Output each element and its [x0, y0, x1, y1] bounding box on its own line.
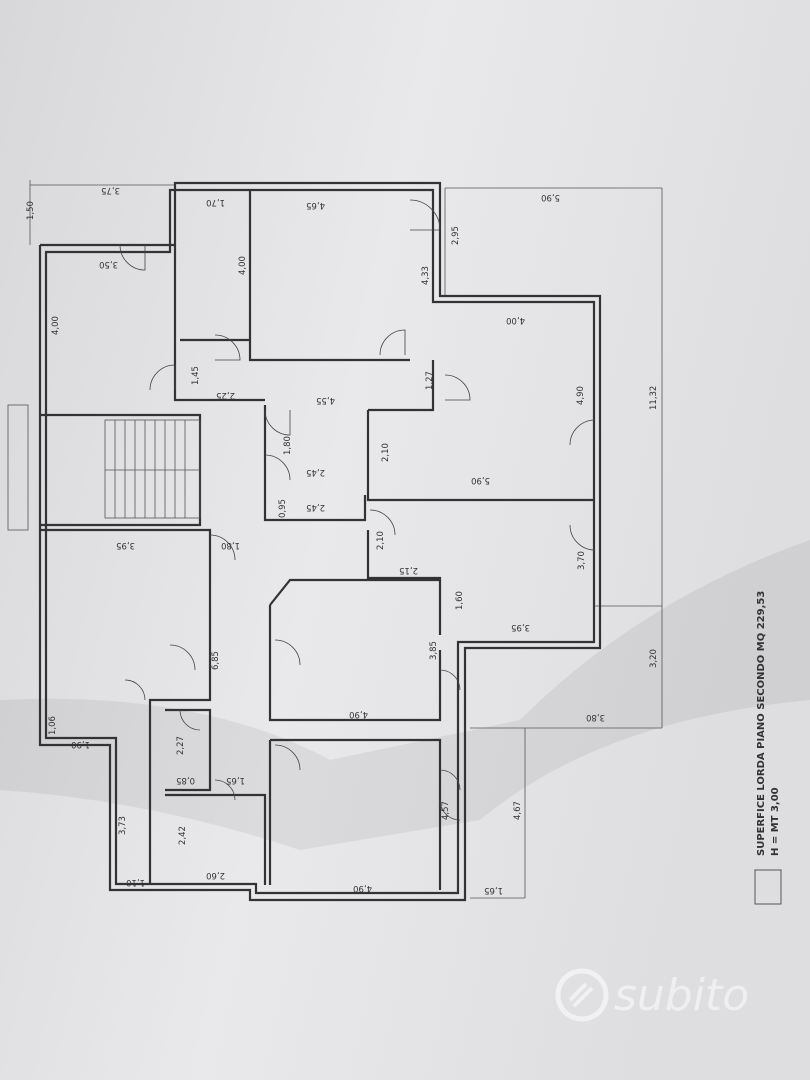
- dim-2-25: 2,25: [216, 390, 235, 400]
- dim-2-45-b: 2,45: [306, 502, 325, 512]
- dim-4-90-right: 4,90: [576, 386, 586, 405]
- dim-4-67: 4,67: [513, 801, 523, 820]
- dim-4-00-a: 4,00: [51, 316, 61, 335]
- dim-5-90-top: 5,90: [541, 192, 560, 202]
- staircase: [104, 419, 201, 519]
- dim-2-10-b: 2,10: [376, 531, 386, 550]
- dim-6-85: 6,85: [211, 651, 221, 670]
- dim-2-15: 2,15: [399, 565, 418, 575]
- dim-4-90-mid: 4,90: [349, 709, 368, 719]
- dim-1-90: 1,90: [71, 739, 90, 749]
- dim-0-85: 0,85: [176, 775, 195, 785]
- dim-1-50: 1,50: [26, 201, 36, 220]
- balcony-left: [7, 404, 29, 531]
- dim-0-95: 0,95: [278, 499, 288, 518]
- dim-4-57: 4,57: [441, 801, 451, 820]
- dim-1-80-a: 1,80: [283, 436, 293, 455]
- dim-1-80-b: 1,80: [221, 540, 240, 550]
- shadow-area: [0, 540, 810, 850]
- dim-1-45: 1,45: [191, 366, 201, 385]
- dim-4-00-c: 4,00: [506, 315, 525, 325]
- dim-4-00-b: 4,00: [238, 256, 248, 275]
- title-box: [754, 869, 782, 905]
- outer-walls: [38, 181, 602, 902]
- dim-2-42: 2,42: [178, 826, 188, 845]
- caption-height: H = MT 3,00: [770, 787, 781, 856]
- dim-1-06: 1,06: [48, 716, 58, 735]
- interior-walls: [40, 190, 594, 890]
- dim-3-73: 3,73: [118, 816, 128, 835]
- dim-2-60: 2,60: [206, 870, 225, 880]
- dim-4-55: 4,55: [316, 395, 335, 405]
- dim-3-50: 3,50: [99, 259, 118, 269]
- dim-3-70: 3,70: [577, 551, 587, 570]
- subito-watermark: subito: [555, 968, 749, 1022]
- dimension-labels: 3,75 1,50 1,70 4,65 5,90 3,50 4,00 4,00 …: [26, 185, 659, 895]
- watermark-brand: subito: [614, 970, 749, 1021]
- dimension-lines: [29, 180, 663, 899]
- subito-logo-icon: [555, 968, 609, 1022]
- dim-1-10: 1,10: [126, 877, 145, 887]
- dim-1-65-b: 1,65: [484, 885, 503, 895]
- dim-2-45-a: 2,45: [306, 467, 325, 477]
- dim-3-85: 3,85: [429, 641, 439, 660]
- dim-1-65-a: 1,65: [226, 775, 245, 785]
- dim-3-95-b: 3,95: [511, 622, 530, 632]
- dim-2-27: 2,27: [176, 736, 186, 755]
- dim-11-32: 11,32: [649, 386, 659, 410]
- dim-4-90-bottom: 4,90: [353, 883, 372, 893]
- dim-1-60: 1,60: [455, 591, 465, 610]
- dim-3-95-a: 3,95: [116, 540, 135, 550]
- dim-2-10-a: 2,10: [381, 443, 391, 462]
- dim-1-70: 1,70: [206, 197, 225, 207]
- dim-1-27: 1,27: [425, 371, 435, 390]
- dim-2-95: 2,95: [451, 226, 461, 245]
- dim-4-65: 4,65: [306, 200, 325, 210]
- dim-3-20: 3,20: [649, 649, 659, 668]
- caption-surface: SUPERFICE LORDA PIANO SECONDO MQ 229,53: [756, 591, 767, 856]
- dim-4-33: 4,33: [421, 266, 431, 285]
- door-swings: [119, 199, 596, 821]
- dim-5-90-mid: 5,90: [471, 475, 490, 485]
- dim-3-80: 3,80: [586, 712, 605, 722]
- dim-3-75: 3,75: [101, 185, 120, 195]
